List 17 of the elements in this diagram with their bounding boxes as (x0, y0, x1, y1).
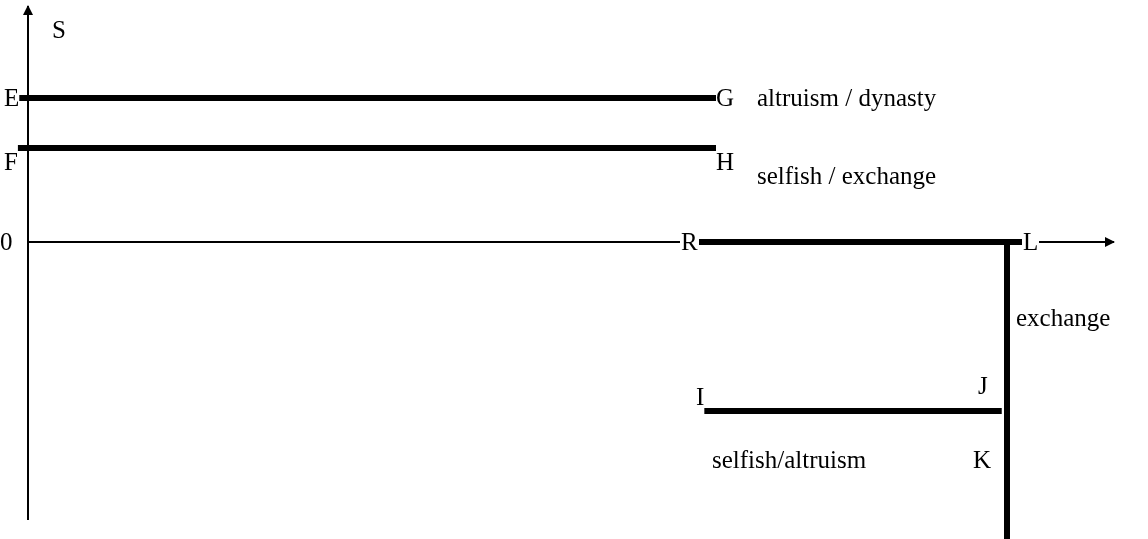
line-label: selfish/altruism (712, 446, 867, 474)
origin-label: 0 (0, 228, 13, 256)
point-label: G (716, 84, 735, 112)
point-label: F (4, 148, 18, 176)
thick-line (17, 145, 716, 151)
thick-line (704, 408, 1002, 414)
point-label: H (716, 148, 735, 176)
point-label: K (973, 446, 992, 474)
point-label: E (4, 84, 20, 112)
thick-line (1004, 239, 1022, 539)
thick-line (19, 95, 716, 101)
axis-label: S (52, 16, 66, 44)
line-label: altruism / dynasty (757, 84, 937, 112)
point-label: J (978, 372, 1002, 400)
line-label: exchange (1016, 304, 1111, 332)
line-label: selfish / exchange (757, 162, 937, 190)
point-label: I (696, 383, 705, 411)
